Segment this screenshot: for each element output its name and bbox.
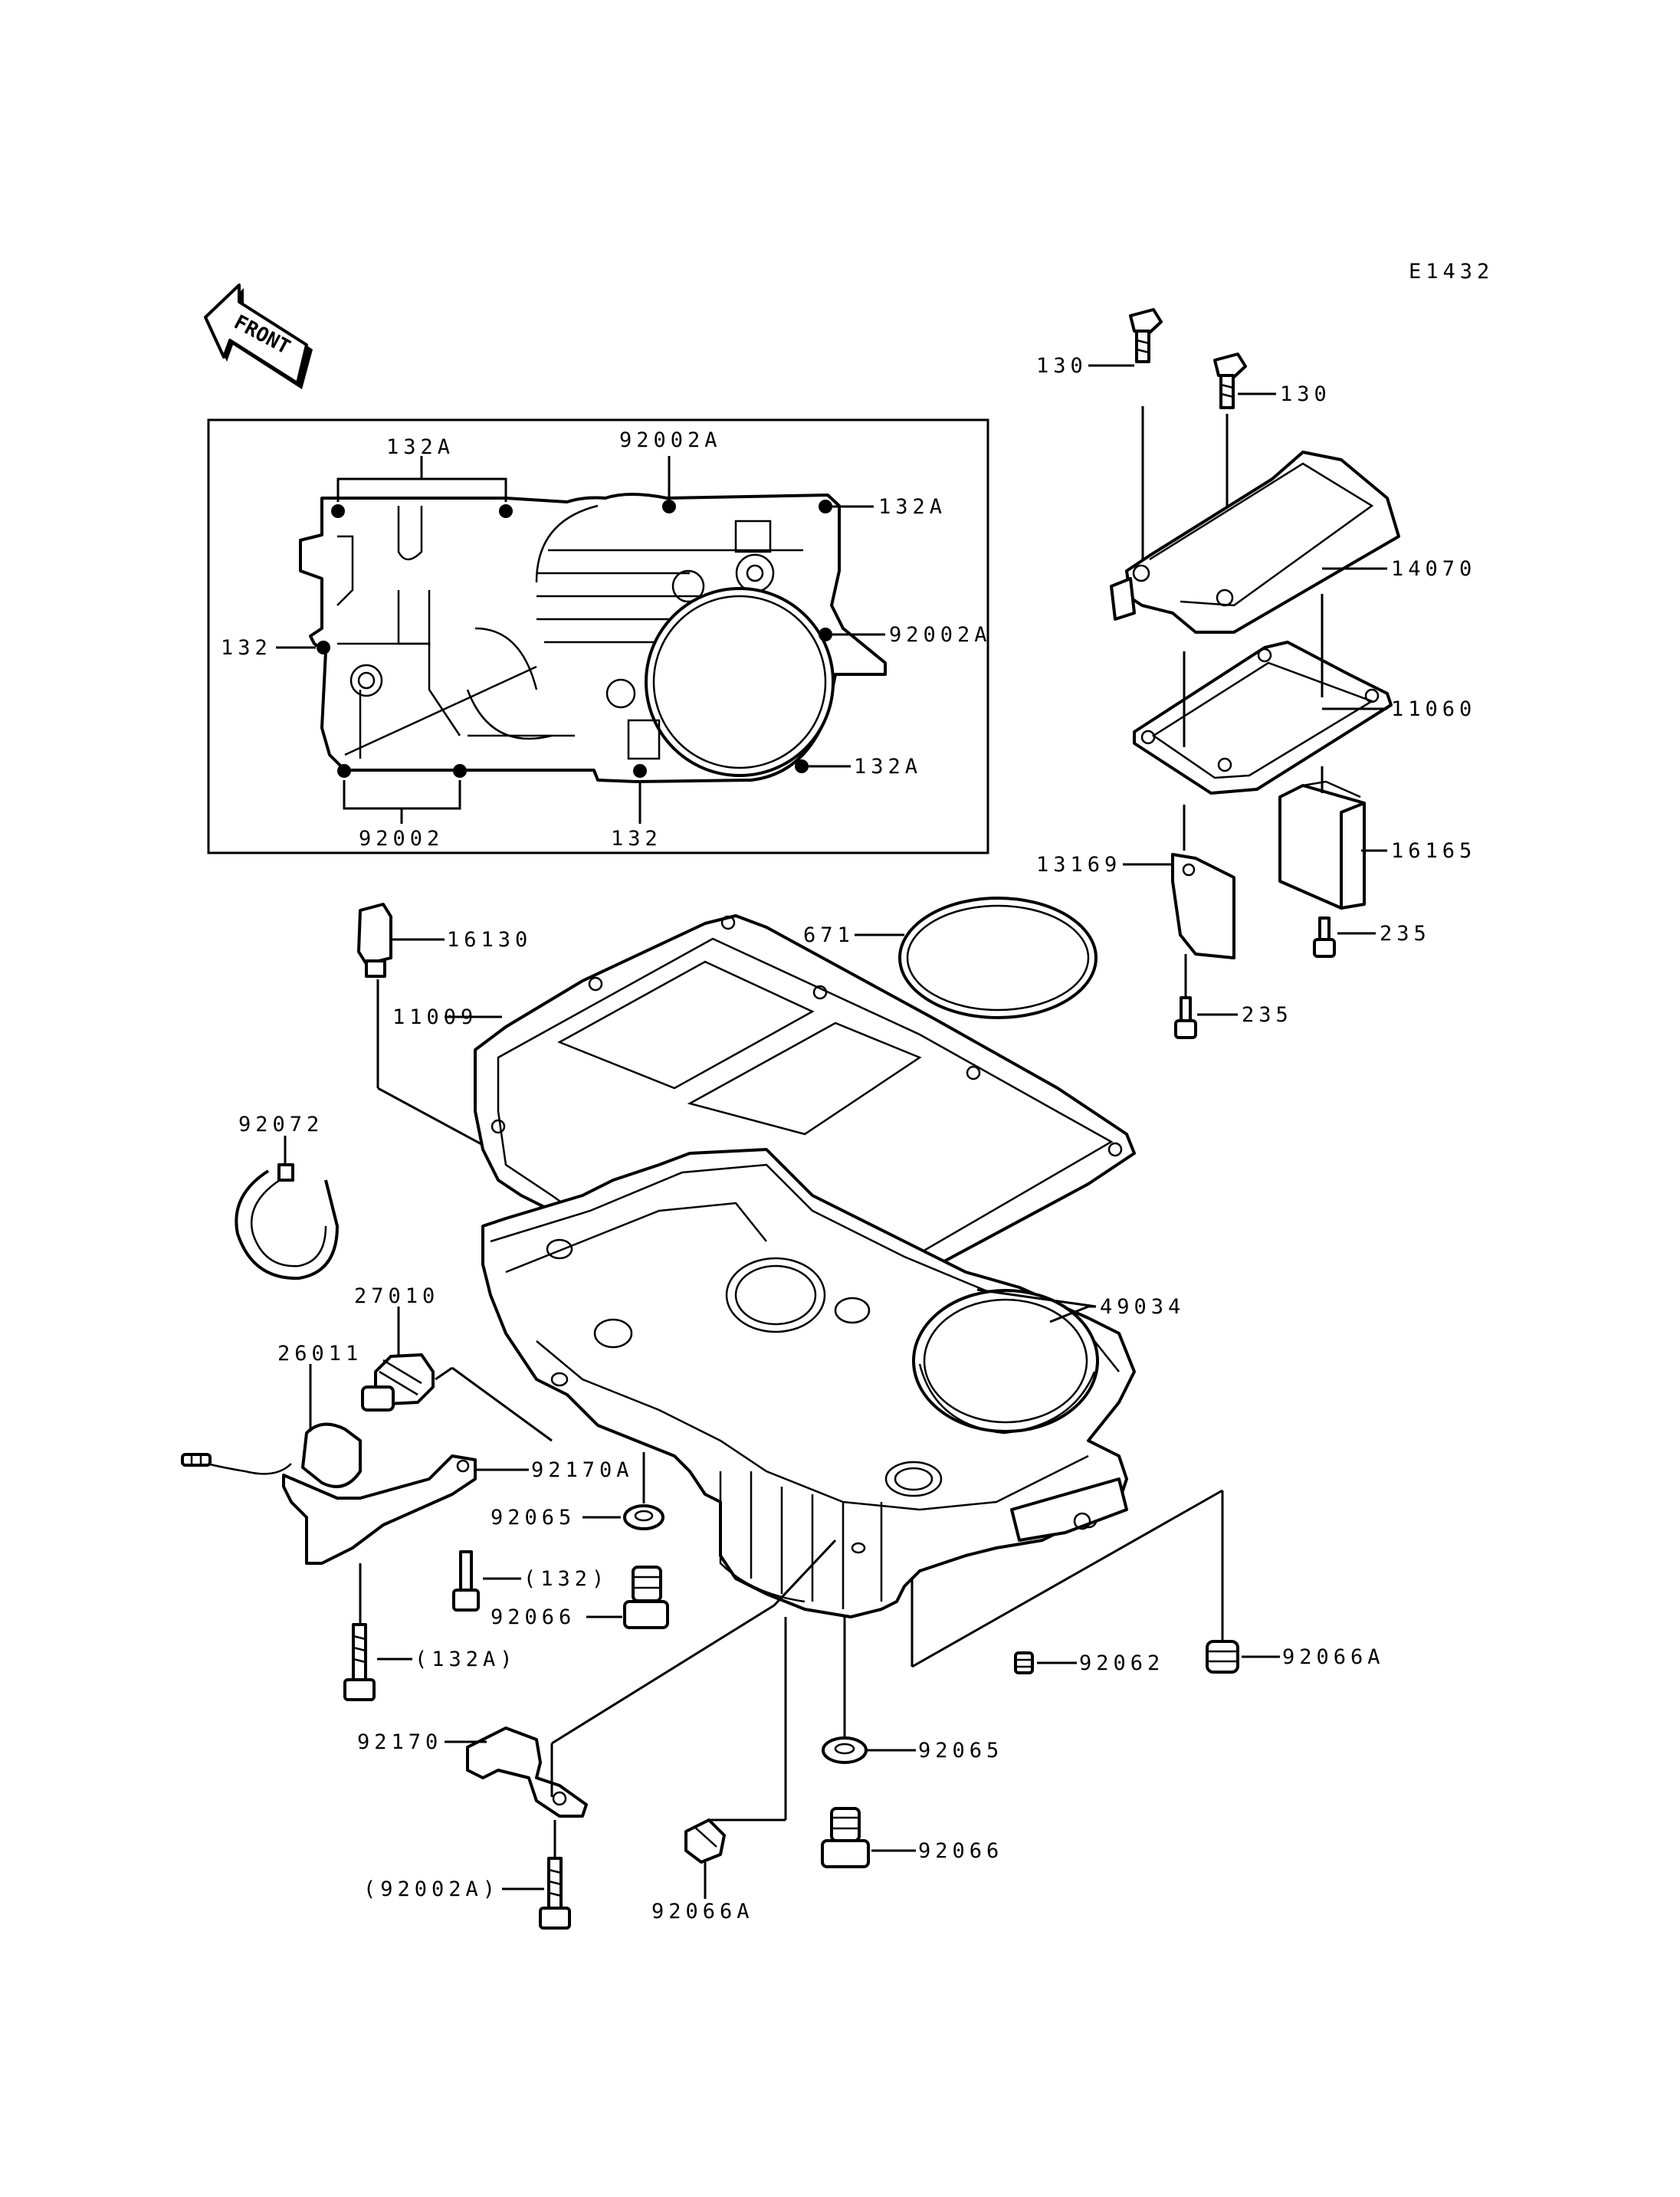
label-92066-right: 92066 (918, 1839, 1003, 1863)
label-235-upper: 235 (1380, 922, 1431, 946)
label-49034: 49034 (1100, 1295, 1185, 1319)
strap-92072 (235, 1163, 339, 1280)
inset-label-132a-right-bottom: 132A (854, 755, 922, 779)
bracket-92170a (282, 1454, 477, 1565)
label-11009: 11009 (392, 1005, 477, 1029)
label-16165: 16165 (1391, 839, 1476, 863)
inset-label-132a-right-top: 132A (878, 495, 947, 519)
bolt-130-left (1129, 308, 1163, 363)
plug-92066-right (821, 1807, 870, 1868)
label-235-lower: 235 (1242, 1003, 1293, 1027)
label-92065-right: 92065 (918, 1739, 1003, 1763)
inset-label-92002a-top: 92002A (619, 428, 722, 452)
plug-92066a-right (1206, 1640, 1239, 1674)
label-92066-left: 92066 (491, 1605, 576, 1629)
front-arrow-icon: FRONT (204, 284, 313, 389)
bolt-130-right (1213, 353, 1247, 409)
inset-label-92002a-right: 92002A (889, 623, 992, 647)
label-11060: 11060 (1391, 697, 1476, 721)
switch-27010 (361, 1353, 435, 1412)
plug-92066a-bottom (684, 1818, 726, 1864)
plug-16130 (357, 903, 392, 978)
label-92066a-bottom: 92066A (651, 1900, 754, 1923)
label-14070: 14070 (1391, 557, 1476, 581)
bolt-132-paren (452, 1550, 480, 1612)
label-92062: 92062 (1079, 1651, 1164, 1675)
label-132-paren: (132) (523, 1567, 609, 1591)
label-92072: 92072 (238, 1113, 323, 1136)
label-92002a-paren: (92002A) (363, 1877, 500, 1901)
label-671: 671 (803, 923, 855, 947)
lead-26011 (181, 1422, 362, 1488)
label-27010: 27010 (354, 1284, 439, 1308)
crankcase-bolt-inset: 132A 92002A 132A 132 92002A 132A 92002 1… (207, 418, 992, 854)
label-92170a: 92170A (531, 1458, 634, 1482)
diagram-code: E1432 (1409, 260, 1494, 284)
bolt-92002a-paren (539, 1857, 571, 1930)
label-132a-paren: (132A) (415, 1648, 517, 1671)
label-92065-left: 92065 (491, 1506, 576, 1530)
oil-pan-assembly: 16130 671 11009 92072 27010 26011 49034 … (181, 897, 1385, 1930)
inset-label-132-bottom: 132 (611, 827, 662, 851)
plug-92066-left (623, 1566, 669, 1629)
inset-label-132a-top: 132A (386, 435, 454, 459)
inset-label-92002-bottom: 92002 (359, 827, 444, 851)
label-16130: 16130 (447, 928, 532, 952)
label-13169: 13169 (1036, 853, 1121, 877)
label-130-left: 130 (1036, 354, 1088, 378)
label-26011: 26011 (277, 1342, 363, 1366)
bracket-92170 (466, 1726, 588, 1818)
label-92170: 92170 (357, 1730, 442, 1754)
breather-cover-assembly: 130 130 14070 11060 16165 13169 235 235 (1036, 308, 1476, 1039)
label-130-right: 130 (1280, 382, 1331, 406)
inset-label-132-left: 132 (221, 636, 272, 660)
bolt-235-lower (1174, 996, 1197, 1039)
bolt-132a-paren (343, 1623, 376, 1701)
bolt-235-upper (1313, 917, 1336, 958)
label-92066a-right: 92066A (1282, 1645, 1385, 1669)
